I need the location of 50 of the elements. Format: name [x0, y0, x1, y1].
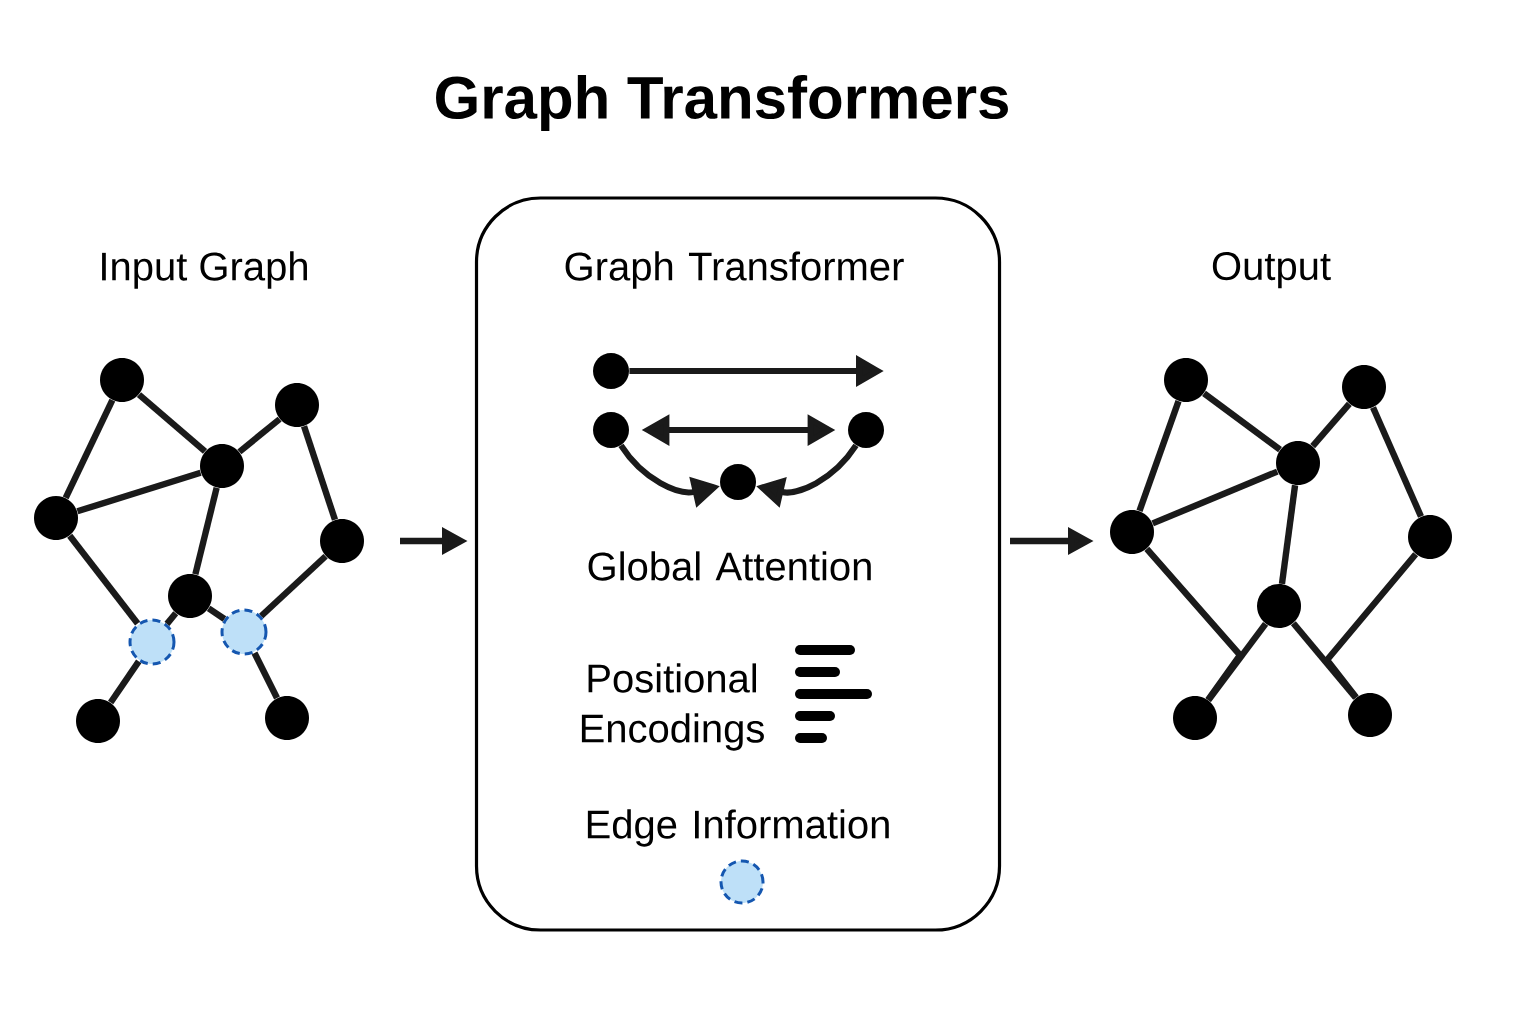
graph-node [1257, 584, 1301, 628]
graph-node [1110, 510, 1154, 554]
graph-edge [1205, 622, 1269, 702]
graph-edge [1136, 400, 1182, 512]
graph-node [848, 412, 884, 448]
graph-edge [1151, 468, 1279, 527]
graph-edge [1310, 401, 1352, 449]
graph-node [275, 383, 319, 427]
graph-edge [62, 398, 116, 500]
graph-edge [237, 416, 282, 455]
graph-edge [136, 392, 208, 454]
highlighted-node [719, 859, 765, 905]
graph-node [1276, 441, 1320, 485]
graph-edge [301, 425, 338, 521]
graph-node [593, 353, 629, 389]
highlighted-node [220, 608, 268, 656]
graph-edge [251, 651, 280, 700]
graph-edge [192, 487, 220, 576]
component-label: Edge Information [587, 809, 889, 847]
graph-node [1342, 365, 1386, 409]
graph-node [1164, 358, 1208, 402]
graph-node [34, 496, 78, 540]
title: Graph Transformers [436, 75, 1008, 131]
graph-edge [76, 469, 202, 515]
component-label: Global Attention [588, 551, 871, 581]
graph-node [593, 412, 629, 448]
graph-node [320, 519, 364, 563]
graph-node [168, 574, 212, 618]
graph-edge [1202, 390, 1282, 453]
graph-node [100, 358, 144, 402]
component-label: Positional Encodings [581, 663, 764, 751]
graph-edge [259, 553, 328, 619]
section-label: Output [1212, 251, 1331, 289]
graph-edge [1290, 621, 1359, 700]
graph-edge [67, 533, 141, 626]
graph-edge [1370, 406, 1424, 518]
highlighted-node [128, 618, 176, 666]
graph-edge [206, 605, 227, 622]
graph-node [265, 696, 309, 740]
graph-node [720, 464, 756, 500]
section-label: Input Graph [102, 251, 307, 289]
graph-node [1408, 515, 1452, 559]
component-label: Graph Transformer [565, 251, 904, 289]
graph-node [76, 699, 120, 743]
graph-node [1348, 693, 1392, 737]
graph-edge [164, 611, 179, 626]
graph-node [200, 444, 244, 488]
graph-edge [1278, 484, 1299, 585]
graph-node [1173, 696, 1217, 740]
graph-edge [108, 659, 142, 705]
